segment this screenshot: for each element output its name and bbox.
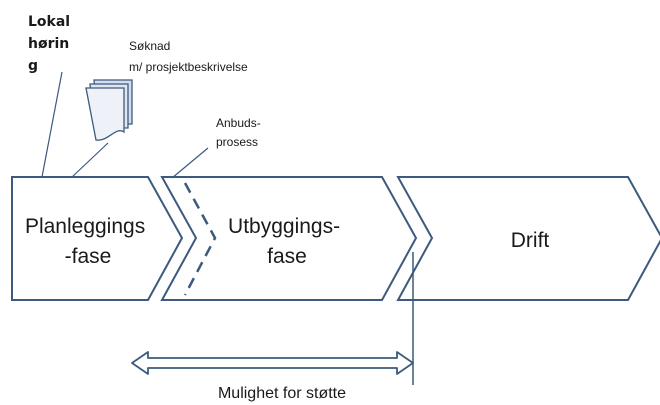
hearing-label-line: hørin [28,36,69,52]
phase-chevron-construction [160,176,418,301]
application-label-line: m/ prosjektbeskrivelse [129,60,248,74]
tender-process-dashed-marker [183,182,217,296]
hearing-label-line: Lokal [28,14,70,30]
hearing-label: Lokal hørin g [28,14,75,74]
phase-label-planning: Planleggings -fase [25,215,151,268]
phase-chevron-planning [11,176,184,301]
application-pointer-line [71,142,109,178]
phase-label-line: -fase [65,245,112,268]
phase-label-line: fase [267,245,307,268]
phase-label-line: Planleggings [25,215,145,238]
support-double-arrow [131,351,414,375]
phase-label-operation: Drift [511,229,550,252]
application-label-line: Søknad [129,39,170,53]
hearing-pointer-line [41,71,63,178]
phase-label-line: Utbyggings- [228,215,340,238]
document-stack-icon [85,79,133,141]
phase-label-construction: Utbyggings- fase [228,215,346,268]
tender-process-label-line: Anbuds- [216,116,261,130]
phase-label-line: Drift [511,229,550,252]
support-label: Mulighet for støtte [218,385,346,402]
tender-process-label: Anbuds- prosess [216,116,264,149]
hearing-label-line: g [28,58,38,74]
phase-chevron-operation [396,176,660,301]
application-label: Søknad m/ prosjektbeskrivelse [129,39,248,74]
tender-process-label-line: prosess [216,135,258,149]
tender-pointer-line [171,147,209,179]
